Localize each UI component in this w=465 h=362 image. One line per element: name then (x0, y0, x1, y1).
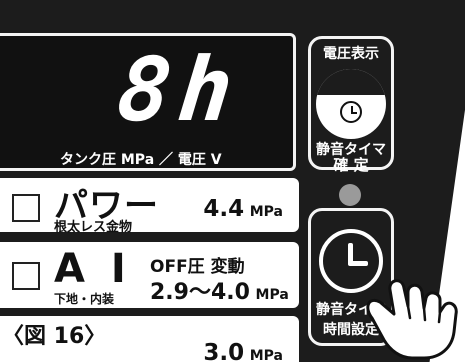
mode-row-ai[interactable]: A I 下地・内装 OFF圧 変動 2.9～4.0 MPa (0, 242, 299, 308)
power-checkbox[interactable] (12, 194, 40, 222)
silent-timer-confirm-dome[interactable] (316, 69, 386, 139)
display-value: 8h (112, 38, 246, 141)
third-pressure-unit: MPa (249, 348, 283, 362)
voltage-display-button[interactable]: 電圧表示 静音タイマ 確 定 (308, 36, 394, 174)
figure-label: 〈図 16〉 (2, 324, 107, 349)
ai-title: A I (54, 246, 132, 292)
ai-off-pressure-label: OFF圧 変動 (150, 257, 245, 277)
mode-row-third[interactable]: 3.0 MPa (0, 316, 299, 362)
ai-checkbox[interactable] (12, 262, 40, 290)
power-pressure: 4.4 MPa (203, 196, 283, 222)
ai-pressure-unit: MPa (255, 287, 289, 303)
silent-timer-confirm-label-1: 静音タイマ (316, 142, 386, 158)
silent-timer-confirm-label-2: 確 定 (333, 156, 369, 174)
third-pressure-value: 3.0 (203, 340, 245, 362)
ai-pressure-value: 2.9～4.0 (150, 280, 250, 305)
power-pressure-unit: MPa (249, 204, 283, 220)
segment-display: 8h タンク圧 MPa ／ 電圧 V (0, 33, 296, 171)
status-led (339, 184, 361, 206)
power-subtitle: 根太レス金物 (54, 220, 133, 235)
pointing-hand-icon (366, 279, 458, 360)
ai-subtitle: 下地・内装 (54, 292, 115, 306)
clock-icon (340, 101, 362, 123)
silent-timer-set-label-2: 時間設定 (323, 322, 379, 338)
voltage-display-label: 電圧表示 (323, 46, 379, 62)
third-pressure: 3.0 MPa (203, 340, 283, 362)
dome-cap (316, 69, 386, 95)
power-pressure-value: 4.4 (203, 196, 245, 222)
clock-icon (319, 229, 383, 293)
display-unit-label: タンク圧 MPa ／ 電圧 V (60, 152, 222, 168)
power-title: パワー (54, 186, 159, 226)
ai-pressure: 2.9～4.0 MPa (150, 274, 289, 306)
mode-row-power[interactable]: パワー 根太レス金物 4.4 MPa (0, 178, 299, 235)
